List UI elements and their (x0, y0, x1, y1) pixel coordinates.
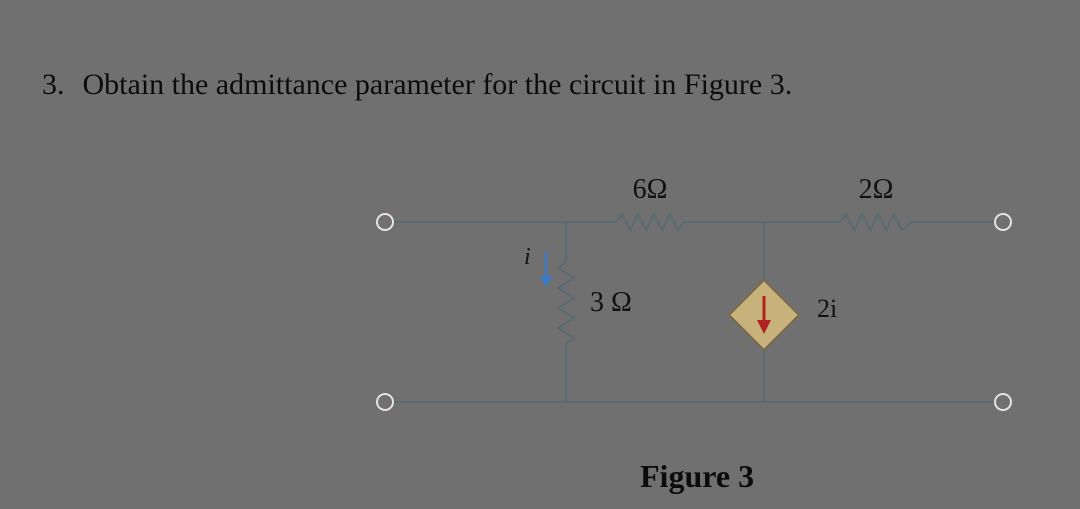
dependent-current-source (727, 278, 801, 352)
current-arrow-head (540, 276, 552, 287)
label-current-i: i (524, 244, 531, 270)
question-text: Obtain the admittance parameter for the … (82, 68, 793, 101)
label-2-ohm: 2Ω (859, 174, 894, 205)
label-3-ohm: 3 Ω (590, 287, 632, 318)
terminal-top-right (994, 213, 1012, 231)
question: 3. Obtain the admittance parameter for th… (42, 68, 792, 102)
resistor-2-ohm (839, 211, 913, 233)
terminal-bottom-right (994, 393, 1012, 411)
source-arrow-head (757, 320, 771, 334)
label-2i: 2i (817, 294, 837, 323)
label-6-ohm: 6Ω (633, 174, 668, 205)
terminal-bottom-left (376, 393, 394, 411)
current-arrow (540, 252, 552, 287)
terminals (376, 213, 1012, 411)
resistor-3-ohm (556, 261, 576, 345)
resistor-6-ohm (615, 211, 685, 233)
terminal-top-left (376, 213, 394, 231)
wires (392, 221, 996, 403)
question-number: 3. (42, 68, 65, 101)
figure-caption: Figure 3 (640, 458, 755, 494)
